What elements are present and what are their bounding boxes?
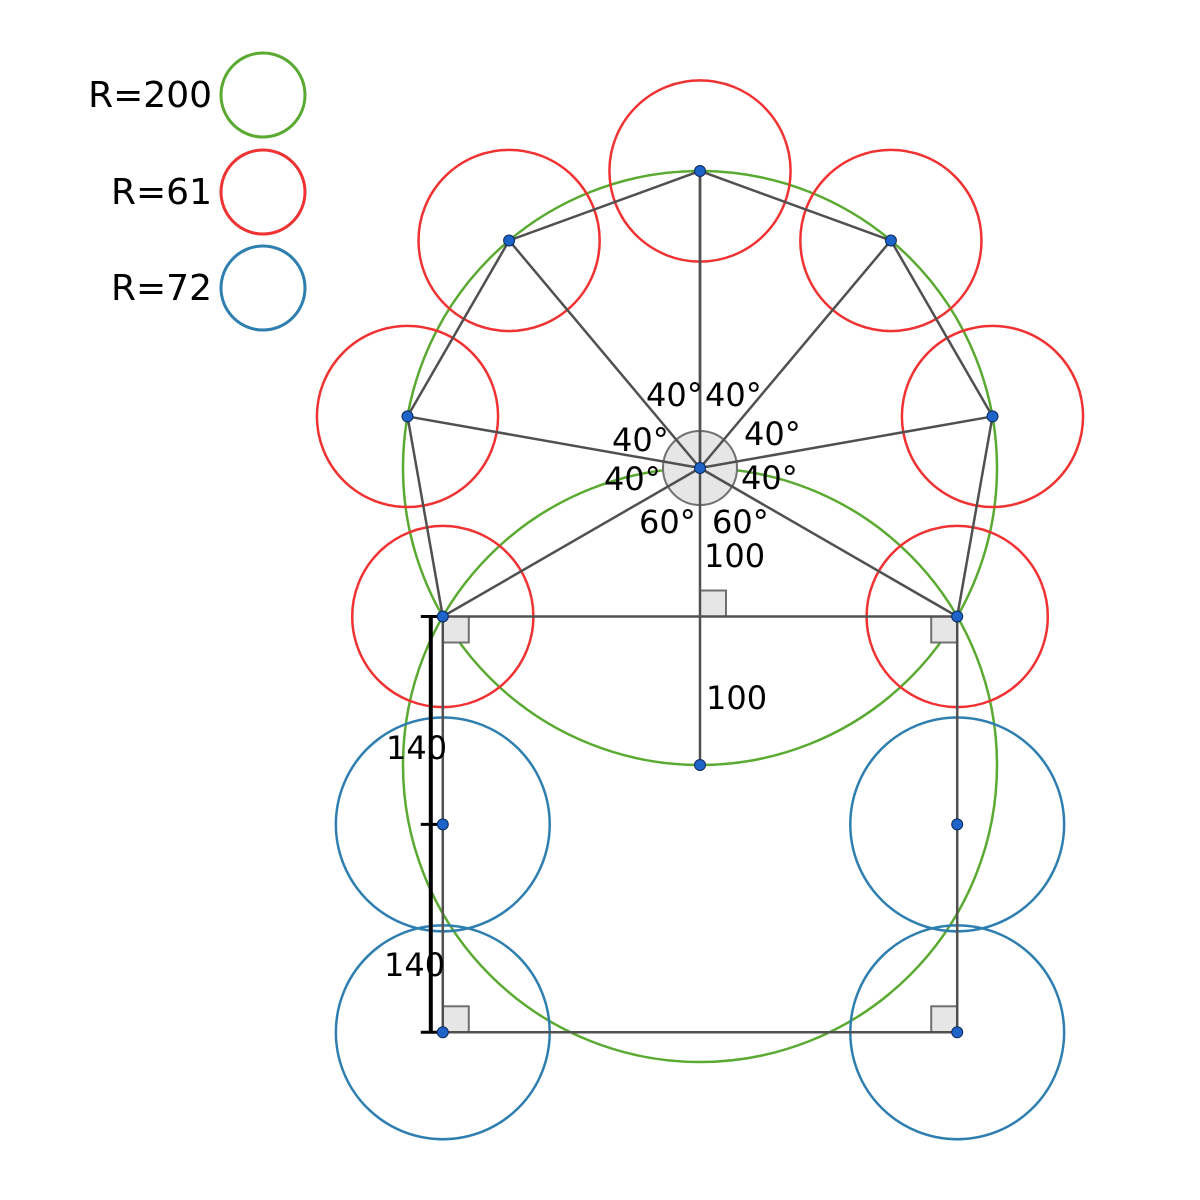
construction bbox=[315, 79, 1085, 1141]
legend-label-red: R=61 bbox=[111, 172, 212, 213]
point bbox=[694, 165, 706, 177]
angle-label: 60° bbox=[712, 503, 769, 541]
legend-circle-blue bbox=[219, 244, 307, 332]
right-angle-marker bbox=[441, 615, 470, 644]
point bbox=[436, 1026, 449, 1039]
legend-circle-green bbox=[219, 51, 307, 139]
spoke bbox=[442, 466, 701, 618]
point bbox=[401, 410, 414, 423]
legend: R=200 R=61 R=72 bbox=[88, 51, 307, 332]
distance-label: 140 bbox=[384, 946, 445, 984]
legend-label-green: R=200 bbox=[88, 75, 212, 116]
legend-label-blue: R=72 bbox=[111, 268, 212, 309]
angle-label: 40° bbox=[612, 421, 669, 459]
spoke bbox=[699, 239, 892, 469]
spoke bbox=[699, 415, 993, 470]
distance-label: 140 bbox=[386, 729, 447, 767]
point bbox=[951, 610, 964, 623]
distance-label: 100 bbox=[706, 679, 767, 717]
angle-label: 60° bbox=[639, 503, 696, 541]
angle-label: 40° bbox=[646, 376, 703, 414]
red-circle bbox=[417, 148, 601, 333]
angle-label: 40° bbox=[744, 415, 801, 453]
angle-label: 40° bbox=[741, 459, 798, 497]
distance-label: 100 bbox=[704, 537, 765, 575]
spoke bbox=[699, 466, 958, 618]
red-circle bbox=[315, 324, 500, 509]
legend-circle-red bbox=[219, 148, 307, 236]
point bbox=[694, 462, 706, 474]
point bbox=[986, 410, 999, 423]
red-circle bbox=[900, 324, 1085, 509]
angle-label: 40° bbox=[604, 460, 661, 498]
point bbox=[694, 759, 706, 771]
right-angle-marker bbox=[699, 589, 727, 618]
point bbox=[436, 818, 449, 831]
point bbox=[436, 610, 449, 623]
spoke bbox=[407, 415, 701, 470]
point bbox=[951, 1026, 964, 1039]
point bbox=[884, 234, 897, 247]
point bbox=[503, 234, 516, 247]
point bbox=[951, 818, 964, 831]
spoke bbox=[508, 239, 701, 469]
red-circle bbox=[799, 148, 983, 333]
angle-label: 40° bbox=[705, 376, 762, 414]
